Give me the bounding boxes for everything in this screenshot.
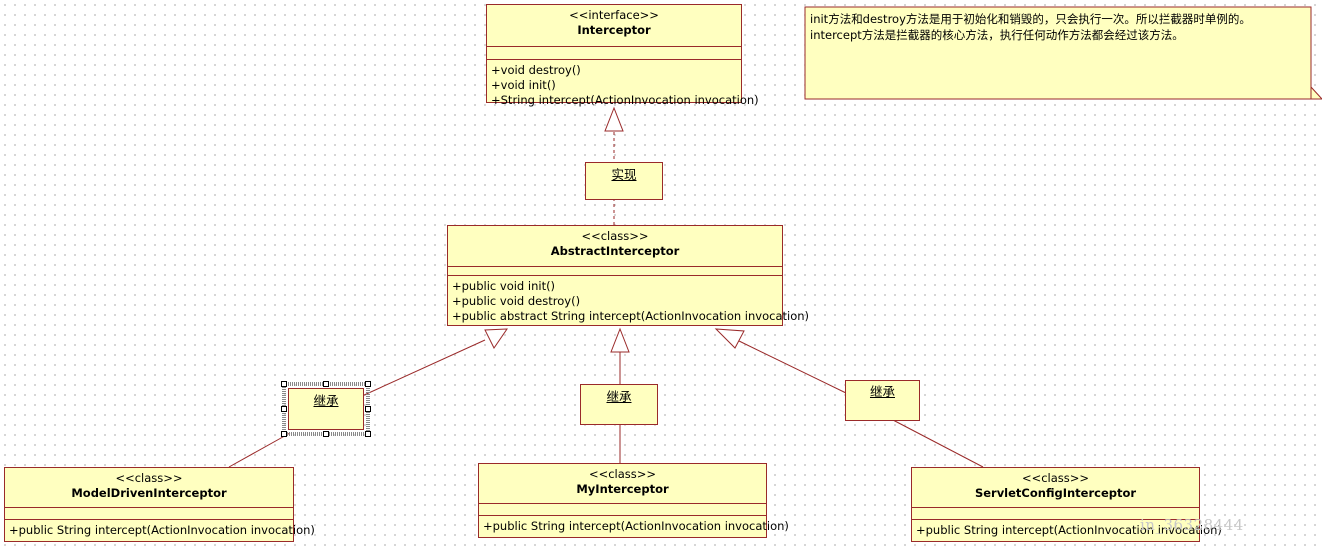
operation: +public String intercept(ActionInvocatio… xyxy=(9,523,315,537)
inherit-mid-arrowhead xyxy=(610,327,630,353)
note-fold xyxy=(1310,87,1322,100)
model-driven-interceptor-box[interactable]: <<class>> ModelDrivenInterceptor +public… xyxy=(4,467,315,542)
operations-compartment: +public String intercept(ActionInvocatio… xyxy=(912,519,1222,541)
note-line: intercept方法是拦截器的核心方法，执行任何动作方法都会经过该方法。 xyxy=(810,28,1184,42)
class-name: ModelDrivenInterceptor xyxy=(71,486,227,500)
operation: +public void destroy() xyxy=(452,294,581,308)
operation: +public abstract String intercept(Action… xyxy=(452,309,810,323)
attributes-separator xyxy=(912,507,1199,519)
abstract-interceptor-box[interactable]: <<class>> AbstractInterceptor +public vo… xyxy=(447,225,810,327)
operation: +public void init() xyxy=(452,279,556,293)
selection-handle[interactable] xyxy=(365,406,371,412)
inheritance-label-right[interactable]: 继承 xyxy=(845,380,920,421)
operation: +void destroy() xyxy=(491,63,581,77)
stereotype-label: <<class>> xyxy=(115,471,183,485)
note[interactable]: init方法和destroy方法是用于初始化和销毁的，只会执行一次。所以拦截器时… xyxy=(805,7,1311,87)
realization-arrowhead xyxy=(604,106,624,132)
interceptor-interface-box[interactable]: <<interface>> Interceptor +void destroy(… xyxy=(486,4,759,107)
watermark: in_36328444 xyxy=(1140,516,1244,534)
selection-handle[interactable] xyxy=(281,431,287,437)
selection-handle[interactable] xyxy=(323,431,329,437)
inherit-right-arrowhead xyxy=(714,328,745,349)
selection-handle[interactable] xyxy=(323,381,329,387)
inheritance-label-mid[interactable]: 继承 xyxy=(580,384,658,425)
operations-compartment: +public void init() +public void destroy… xyxy=(448,275,810,327)
selection-handle[interactable] xyxy=(281,406,287,412)
stereotype-label: <<class>> xyxy=(588,467,657,481)
operations-compartment: +public String intercept(ActionInvocatio… xyxy=(5,519,315,541)
inherit-right-line-lower xyxy=(892,419,984,468)
operation: +public String intercept(ActionInvocatio… xyxy=(916,523,1222,537)
selection-handle[interactable] xyxy=(365,381,371,387)
selection-handle[interactable] xyxy=(365,431,371,437)
my-interceptor-box[interactable]: <<class>> MyInterceptor +public String i… xyxy=(478,463,789,538)
attributes-separator xyxy=(448,266,782,275)
realization-label[interactable]: 实现 xyxy=(585,162,663,200)
class-name: ServletConfigInterceptor xyxy=(974,486,1137,500)
class-name: AbstractInterceptor xyxy=(550,244,680,258)
operation: +public String intercept(ActionInvocatio… xyxy=(483,519,789,533)
inherit-left-arrowhead xyxy=(484,328,508,349)
operations-compartment: +void destroy() +void init() +String int… xyxy=(487,59,759,111)
inheritance-label-left[interactable]: 继承 xyxy=(288,388,364,430)
selection-handle[interactable] xyxy=(281,381,287,387)
inherit-right-line-upper xyxy=(736,339,847,394)
stereotype-label: <<class>> xyxy=(1021,471,1090,485)
operations-compartment: +public String intercept(ActionInvocatio… xyxy=(479,515,789,537)
attributes-separator xyxy=(479,503,766,515)
servlet-config-interceptor-box[interactable]: <<class>> ServletConfigInterceptor +publ… xyxy=(911,467,1222,542)
attributes-separator xyxy=(5,507,293,519)
stereotype-label: <<interface>> xyxy=(569,8,659,22)
inherit-left-line-lower xyxy=(228,432,291,468)
note-shape xyxy=(804,6,1322,100)
operation: +void init() xyxy=(491,78,556,92)
class-name: MyInterceptor xyxy=(576,482,669,496)
note-line: init方法和destroy方法是用于初始化和销毁的，只会执行一次。所以拦截器时… xyxy=(810,12,1251,26)
inherit-left-line-upper xyxy=(361,339,486,397)
operation: +String intercept(ActionInvocation invoc… xyxy=(491,93,759,107)
attributes-separator xyxy=(487,46,741,59)
stereotype-label: <<class>> xyxy=(581,229,649,243)
class-name: Interceptor xyxy=(577,23,651,37)
